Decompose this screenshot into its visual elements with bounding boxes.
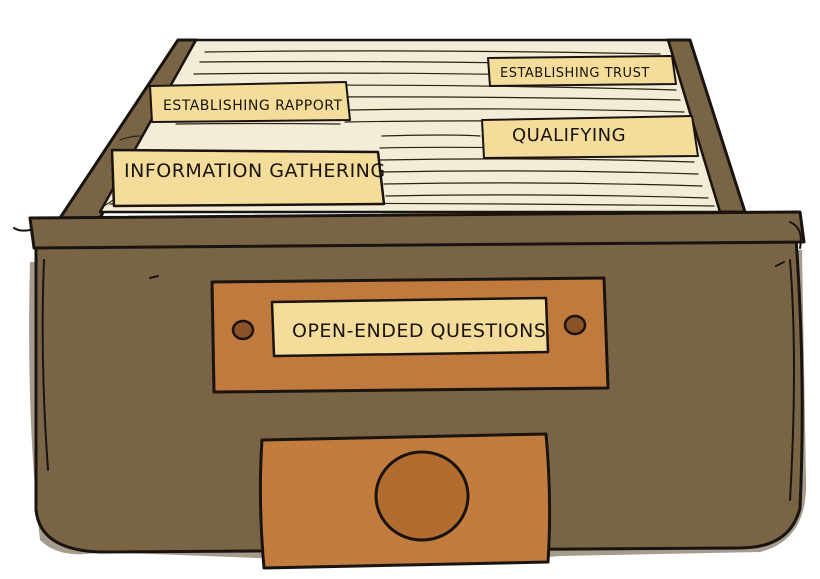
tab-label-establishing-rapport: ESTABLISHING RAPPORT — [163, 98, 343, 114]
folder-tab-establishing-trust[interactable]: ESTABLISHING TRUST — [487, 55, 677, 87]
drawer-label-card: OPEN-ENDED QUESTIONS — [270, 296, 550, 358]
tab-label-establishing-trust: ESTABLISHING TRUST — [500, 66, 650, 81]
tab-label-information-gathering: INFORMATION GATHERING — [124, 160, 386, 182]
folder-tab-qualifying[interactable]: QUALIFYING — [481, 115, 699, 159]
handle-knob-icon[interactable] — [374, 450, 470, 542]
drawer-label-text: OPEN-ENDED QUESTIONS — [292, 320, 546, 342]
drawer-pull-handle[interactable] — [258, 432, 552, 570]
folder-tab-establishing-rapport[interactable]: ESTABLISHING RAPPORT — [149, 81, 351, 123]
rivet-left-icon — [231, 319, 255, 341]
rivet-right-icon — [563, 314, 587, 336]
drawer-label-holder: OPEN-ENDED QUESTIONS — [210, 276, 610, 394]
folder-tab-information-gathering[interactable]: INFORMATION GATHERING — [110, 148, 386, 208]
tab-label-qualifying: QUALIFYING — [512, 125, 626, 146]
drawer-interior — [58, 38, 747, 220]
